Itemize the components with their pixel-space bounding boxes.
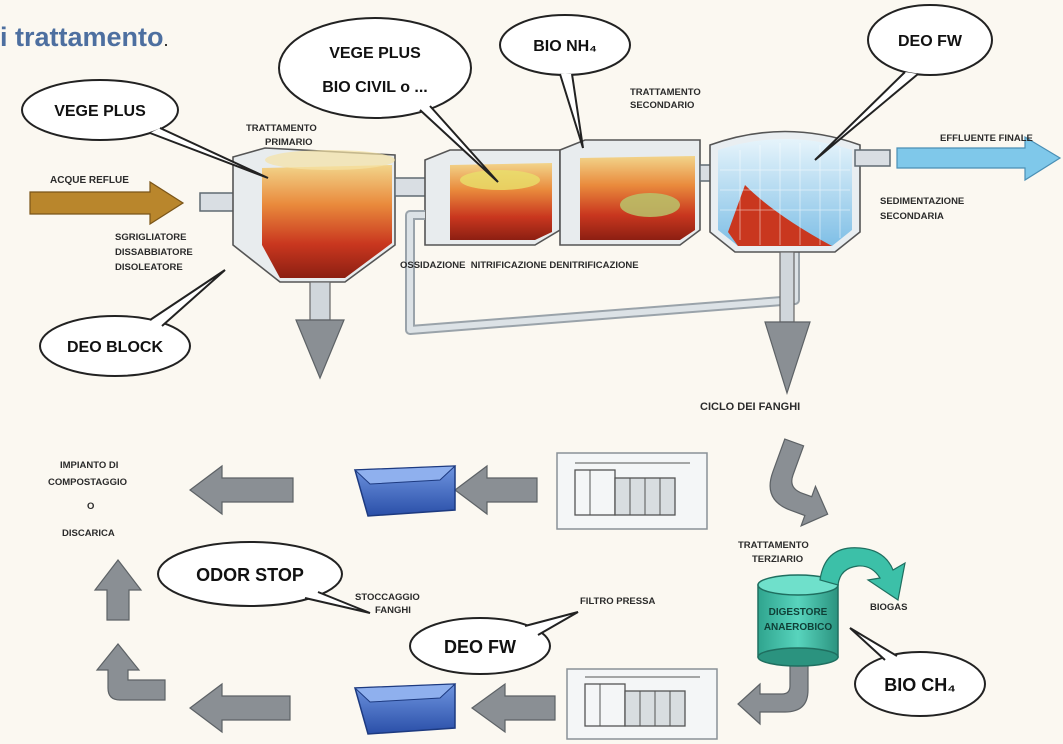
svg-text:VEGE PLUS: VEGE PLUS — [54, 103, 146, 120]
anaerobico-label: ANAEROBICO — [764, 622, 833, 633]
arrow-curve-2 — [737, 659, 809, 726]
fanghi-label: FANGHI — [375, 605, 411, 616]
primary-tank — [232, 147, 396, 380]
sludge-container-2 — [353, 683, 457, 735]
sludge-out-arrow-1 — [295, 319, 345, 380]
biogas-label: BIOGAS — [870, 602, 907, 613]
svg-text:DEO FW: DEO FW — [444, 637, 516, 657]
svg-text:DEO BLOCK: DEO BLOCK — [67, 339, 163, 356]
effluente-finale-label: EFFLUENTE FINALE — [940, 133, 1033, 144]
arrow-left-1 — [454, 464, 538, 516]
process-line-label: OSSIDAZIONE NITRIFICAZIONE DENITRIFICAZI… — [400, 260, 639, 271]
impianto-label: IMPIANTO DI — [60, 460, 118, 471]
sludge-container-1 — [353, 465, 457, 517]
secondary-clarifier — [709, 130, 861, 395]
biogas-arrow — [819, 547, 906, 602]
page-title: i trattamento. — [0, 22, 169, 52]
stoccaggio-label: STOCCAGGIO — [355, 592, 420, 603]
arrow-left-4 — [189, 682, 291, 734]
effluent-arrow — [896, 135, 1062, 182]
secondario-label: SECONDARIO — [630, 100, 694, 111]
disoleatore-label: DISOLEATORE — [115, 262, 183, 273]
anaerobic-digester — [757, 574, 839, 667]
bubble-bio-ch4: BIO CH₄ — [849, 627, 986, 717]
svg-text:BIO CH₄: BIO CH₄ — [884, 675, 956, 695]
svg-text:BIO CIVIL o ...: BIO CIVIL o ... — [322, 79, 428, 96]
trattamento-terziario-label: TRATTAMENTO — [738, 540, 809, 551]
arrow-up — [93, 559, 143, 621]
digestore-label: DIGESTORE — [769, 607, 828, 618]
svg-text:DEO FW: DEO FW — [898, 33, 963, 50]
filter-press-1 — [556, 452, 708, 530]
bubble-deo-fw-bottom: DEO FW — [409, 611, 579, 675]
nitrification-tank — [559, 139, 701, 246]
bubble-bio-nh4: BIO NH₄ — [499, 14, 631, 149]
bubble-deo-fw-top: DEO FW — [814, 4, 993, 161]
bubble-deo-block: DEO BLOCK — [39, 269, 226, 377]
svg-text:BIO NH₄: BIO NH₄ — [533, 38, 597, 55]
arrow-left-2 — [189, 464, 294, 516]
inflow-arrow — [29, 180, 185, 226]
arrow-left-3 — [470, 682, 556, 734]
compostaggio-label: COMPOSTAGGIO — [48, 477, 127, 488]
bubble-vege-plus-2: VEGE PLUS BIO CIVIL o ... — [278, 17, 499, 183]
filter-press-2 — [566, 668, 718, 740]
filtro-pressa-label: FILTRO PRESSA — [580, 596, 655, 607]
arrow-curve-1 — [769, 438, 829, 527]
acque-reflue-label: ACQUE REFLUE — [50, 175, 129, 186]
svg-text:ODOR STOP: ODOR STOP — [196, 565, 304, 585]
bubble-odor-stop: ODOR STOP — [157, 541, 371, 614]
o-label: O — [87, 501, 94, 512]
trattamento-primario-label: TRATTAMENTO — [246, 123, 317, 134]
oxidation-tank — [424, 149, 561, 246]
svg-text:VEGE PLUS: VEGE PLUS — [329, 45, 421, 62]
arrow-bent-bottom-left — [95, 643, 166, 701]
discarica-label: DISCARICA — [62, 528, 115, 539]
sludge-out-arrow-2 — [764, 321, 811, 395]
trattamento-secondario-label: TRATTAMENTO — [630, 87, 701, 98]
secondaria-label: SECONDARIA — [880, 211, 944, 222]
sedimentazione-label: SEDIMENTAZIONE — [880, 196, 964, 207]
primario-label: PRIMARIO — [265, 137, 313, 148]
terziario-label: TERZIARIO — [752, 554, 803, 565]
dissabbiatore-label: DISSABBIATORE — [115, 247, 193, 258]
ciclo-fanghi-label: CICLO DEI FANGHI — [700, 401, 800, 413]
bubble-vege-plus-1: VEGE PLUS — [21, 79, 269, 179]
sgrigliatore-label: SGRIGLIATORE — [115, 232, 186, 243]
